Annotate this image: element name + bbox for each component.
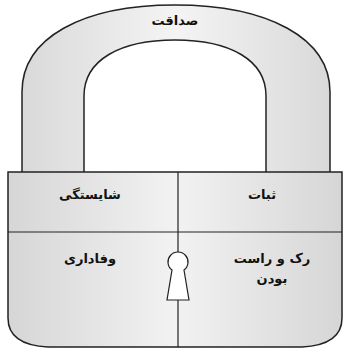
value-label: وفاداری — [22, 249, 158, 269]
lock-body — [8, 172, 342, 347]
quadrant-cell: رک و راست بودن — [231, 249, 313, 288]
shackle-label-area: صداقت — [127, 11, 223, 31]
value-label: رک و راست بودن — [231, 249, 313, 288]
horizontal-divider — [8, 231, 342, 232]
value-label: صداقت — [127, 11, 223, 31]
value-label: ثبات — [194, 185, 330, 205]
quadrant-cell: ثبات — [194, 185, 330, 205]
quadrant-cell: شایستگی — [22, 185, 158, 205]
shackle-outline — [22, 5, 330, 173]
value-label: شایستگی — [22, 185, 158, 205]
quadrant-cell: وفاداری — [22, 249, 158, 269]
keyhole — [167, 252, 189, 300]
